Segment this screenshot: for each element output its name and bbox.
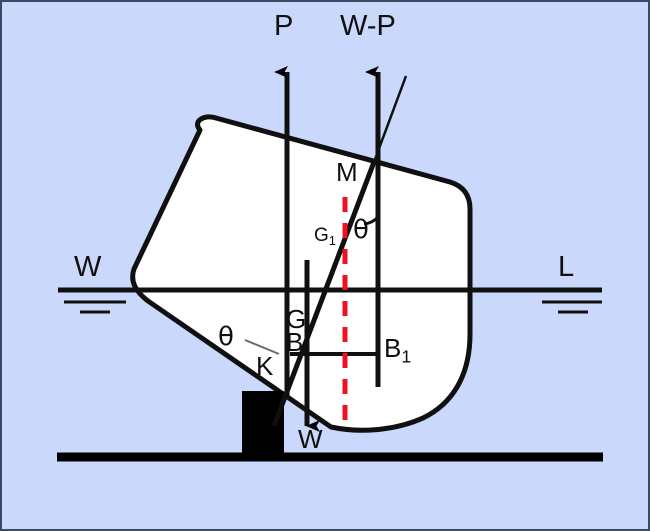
- label-heel-angle-bottom: θ: [218, 322, 234, 352]
- hull-outline: [130, 114, 473, 433]
- label-force-w-minus-p: W-P: [340, 10, 396, 42]
- keel-block: [242, 391, 284, 457]
- ship-hull: [130, 114, 473, 433]
- label-buoyancy-center-shifted: B1: [384, 335, 411, 366]
- label-waterline-left: W: [74, 251, 102, 283]
- label-weight: W: [298, 424, 323, 454]
- waterline-group: [58, 287, 602, 314]
- label-gravity-center-shifted: G1: [314, 226, 336, 248]
- label-heel-angle-top: θ: [353, 215, 369, 245]
- heel-angle-arc: [363, 215, 380, 226]
- label-buoyancy-center: B: [286, 327, 304, 357]
- label-waterline-right: L: [558, 251, 575, 283]
- label-gravity-center: G: [286, 304, 307, 334]
- label-b1-letter: B: [384, 333, 402, 363]
- label-g1-subscript: 1: [328, 233, 336, 249]
- label-metacentre: M: [336, 157, 358, 187]
- heel-angle-leader-line: [244, 339, 280, 355]
- label-b1-subscript: 1: [401, 346, 412, 367]
- label-g1-letter: G: [314, 225, 329, 246]
- tilted-centreline: [271, 161, 377, 427]
- label-force-p: P: [274, 10, 294, 42]
- label-keel: K: [256, 351, 274, 381]
